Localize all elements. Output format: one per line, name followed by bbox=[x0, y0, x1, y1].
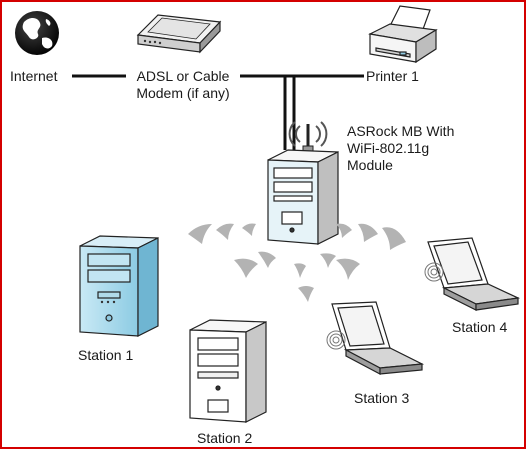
station4-laptop-icon bbox=[424, 237, 521, 311]
station4-label: Station 4 bbox=[452, 319, 508, 335]
asrock-label-line1: ASRock MB With bbox=[347, 123, 455, 139]
wireless-waves bbox=[188, 223, 406, 302]
globe-icon bbox=[15, 11, 59, 55]
host-tower-icon bbox=[267, 149, 339, 245]
station1-label: Station 1 bbox=[78, 347, 134, 363]
station2-tower-icon bbox=[189, 319, 267, 423]
asrock-label: ASRock MB With WiFi-802.11g Module bbox=[347, 123, 454, 174]
station2-label: Station 2 bbox=[197, 430, 253, 446]
station1-tower-icon bbox=[79, 235, 159, 337]
asrock-label-line3: Module bbox=[347, 157, 393, 173]
printer-icon bbox=[368, 5, 438, 64]
internet-label: Internet bbox=[10, 68, 58, 84]
printer-label: Printer 1 bbox=[366, 68, 419, 84]
modem-label-line1: ADSL or Cable bbox=[136, 68, 230, 84]
modem-icon bbox=[136, 14, 222, 54]
asrock-label-line2: WiFi-802.11g bbox=[347, 140, 430, 156]
antenna-icon bbox=[288, 121, 328, 155]
connection-lines bbox=[72, 74, 364, 150]
modem-label-line2: Modem (if any) bbox=[136, 85, 230, 101]
station3-laptop-icon bbox=[326, 301, 425, 375]
station3-label: Station 3 bbox=[354, 390, 410, 406]
modem-label: ADSL or Cable Modem (if any) bbox=[126, 68, 240, 102]
